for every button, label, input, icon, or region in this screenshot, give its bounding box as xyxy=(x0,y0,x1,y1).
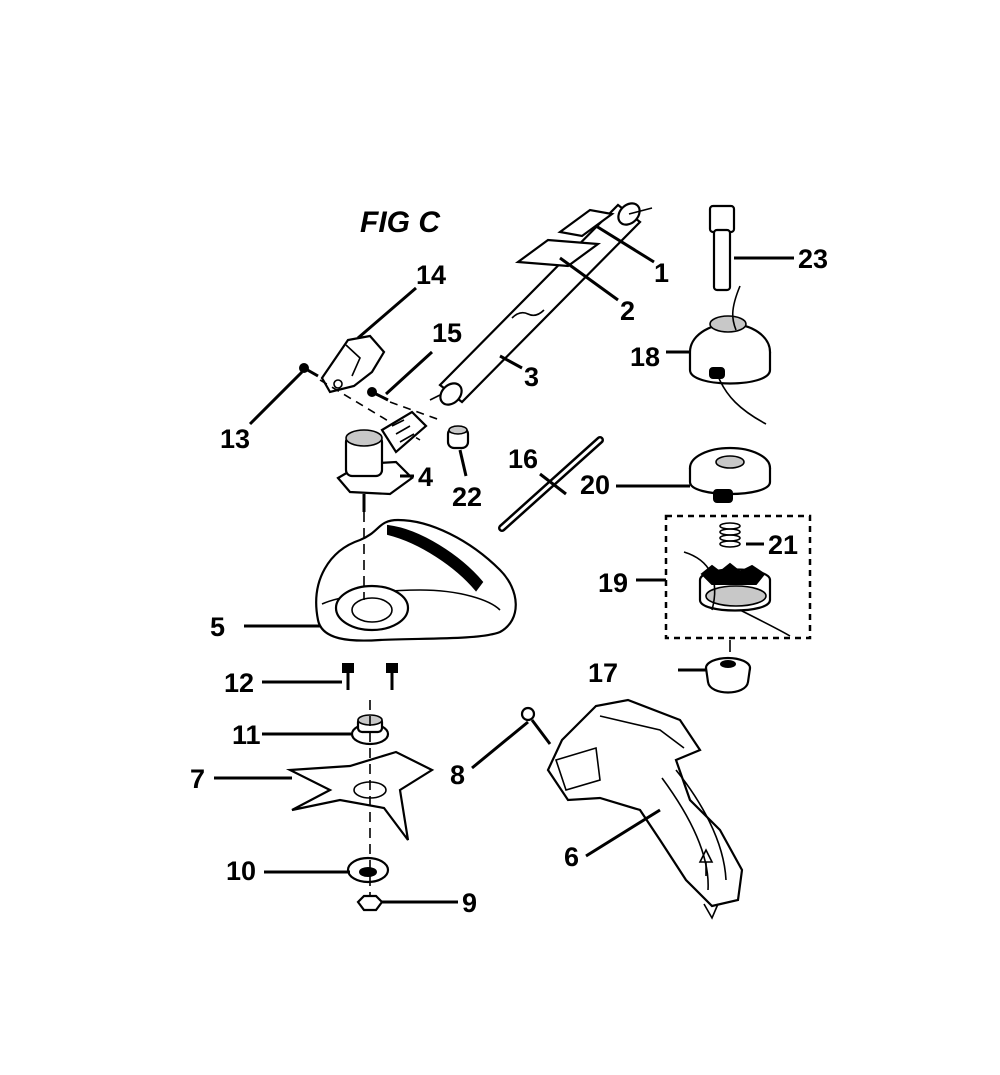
shaft-tube-part xyxy=(429,202,653,406)
spring-part-21 xyxy=(719,522,741,548)
nut-part-9 xyxy=(356,894,384,912)
screw-part-13 xyxy=(299,363,319,378)
callout-1: 1 xyxy=(654,258,669,288)
callout-21: 21 xyxy=(768,530,798,560)
spool-assembly-part-19 xyxy=(664,514,812,652)
leader-lines xyxy=(214,224,794,904)
screws-part-12 xyxy=(342,663,398,690)
guard-part-5 xyxy=(315,512,517,642)
spool-cover-part-18 xyxy=(688,285,772,425)
callout-14: 14 xyxy=(416,260,446,290)
callout-6: 6 xyxy=(564,842,579,872)
callout-2: 2 xyxy=(620,296,635,326)
bracket-part-14 xyxy=(320,334,386,394)
callout-3: 3 xyxy=(524,362,539,392)
hex-rod-part-23 xyxy=(708,204,736,292)
callout-18: 18 xyxy=(630,342,660,372)
callout-13: 13 xyxy=(220,424,250,454)
figure-title: FIG C xyxy=(360,206,441,239)
callout-9: 9 xyxy=(462,888,477,918)
callout-4: 4 xyxy=(418,462,433,492)
callout-10: 10 xyxy=(226,856,256,886)
callout-16: 16 xyxy=(508,444,538,474)
callout-20: 20 xyxy=(580,470,610,500)
callout-19: 19 xyxy=(598,568,628,598)
callout-labels: 1 2 3 4 5 6 7 8 9 10 11 12 13 14 15 16 1… xyxy=(190,244,828,918)
blade-part-7 xyxy=(285,750,435,841)
bolt-part-8 xyxy=(520,706,552,745)
handle-part-6 xyxy=(546,698,744,920)
washer-part-10 xyxy=(346,856,390,884)
gearbox-head-part-4 xyxy=(336,410,428,512)
callout-22: 22 xyxy=(452,482,482,512)
callout-8: 8 xyxy=(450,760,465,790)
bump-knob-part-17 xyxy=(704,656,752,694)
callout-11: 11 xyxy=(232,720,261,750)
callout-7: 7 xyxy=(190,764,205,794)
callout-15: 15 xyxy=(432,318,462,348)
spacer-part-22 xyxy=(446,425,470,450)
callout-17: 17 xyxy=(588,658,618,688)
callout-23: 23 xyxy=(798,244,828,274)
spool-housing-part-20 xyxy=(688,446,772,503)
screw-part-15 xyxy=(367,387,389,402)
callout-12: 12 xyxy=(224,668,254,698)
callout-5: 5 xyxy=(210,612,225,642)
